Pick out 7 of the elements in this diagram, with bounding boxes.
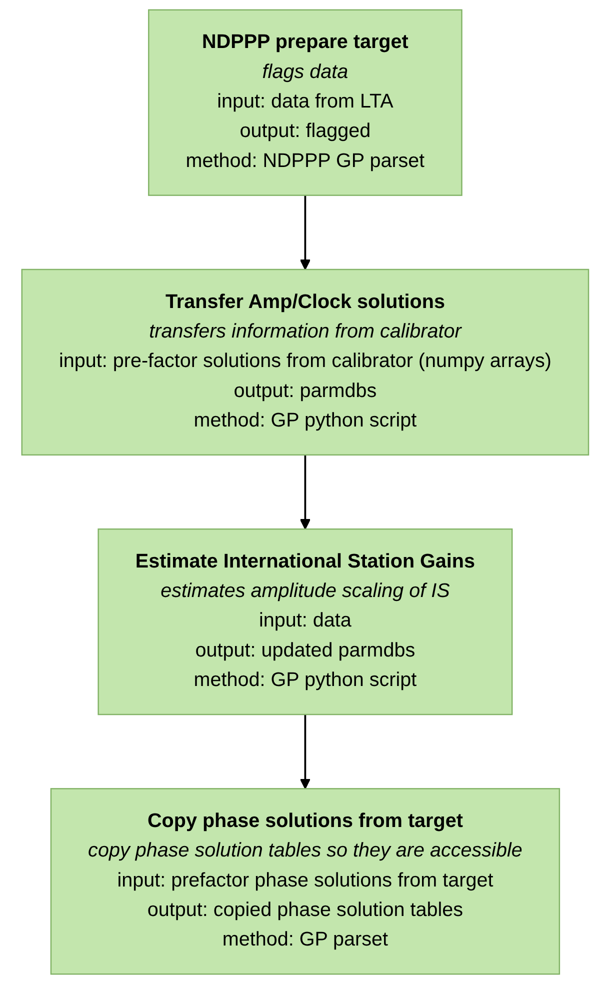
arrow (300, 714, 311, 790)
arrow (300, 195, 311, 270)
arrow (300, 454, 311, 530)
node-box: Transfer Amp/Clock solutions transfers information from calibrator input: pre-factor solutions from calibrator (numpy arrays) output: parmdbs method: GP python script (22, 268, 590, 456)
node-box: Estimate International Station Gains estimates amplitude scaling of IS input: data output: updated parmdbs method: GP python script (98, 528, 513, 716)
node-box: Copy phase solutions from target copy phase solution tables so they are accessible input: prefactor phase solutions from target output: copied phase solution tables method: GP parset (50, 788, 560, 975)
node-box: NDPPP prepare target flags data input: data from LTA output: flagged method: NDPPP GP parset (148, 9, 463, 196)
